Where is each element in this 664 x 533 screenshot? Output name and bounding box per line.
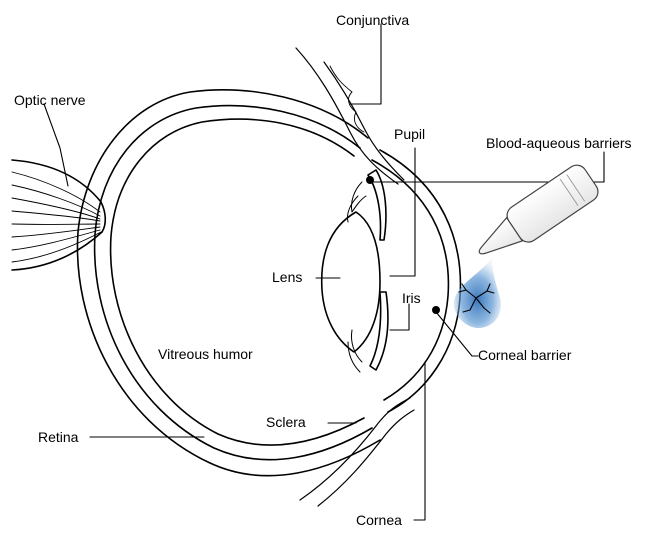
label-iris: Iris (402, 290, 421, 306)
label-cornea: Cornea (356, 512, 402, 528)
blood-aqueous-marker (366, 176, 374, 184)
lens (322, 212, 380, 352)
leader-iris (390, 304, 409, 330)
leader-conjunctiva (350, 24, 381, 104)
sclera-layer (77, 90, 380, 476)
cornea (372, 150, 460, 412)
iris-lower (348, 292, 388, 372)
label-sclera: Sclera (266, 414, 306, 430)
corneal-barrier-marker (432, 306, 440, 314)
leader-pupil (390, 148, 415, 276)
label-conjunctiva: Conjunctiva (336, 12, 409, 28)
retina-layer (101, 119, 364, 445)
label-blood-aqueous-barriers: Blood-aqueous barriers (486, 135, 632, 151)
label-retina: Retina (38, 429, 78, 445)
eye-dropper-icon (468, 161, 601, 269)
label-corneal-barrier: Corneal barrier (478, 347, 571, 363)
label-lens: Lens (272, 269, 302, 285)
label-optic-nerve: Optic nerve (14, 92, 86, 108)
optic-nerve (12, 160, 102, 270)
label-vitreous-humor: Vitreous humor (158, 346, 253, 362)
label-pupil: Pupil (394, 126, 425, 142)
